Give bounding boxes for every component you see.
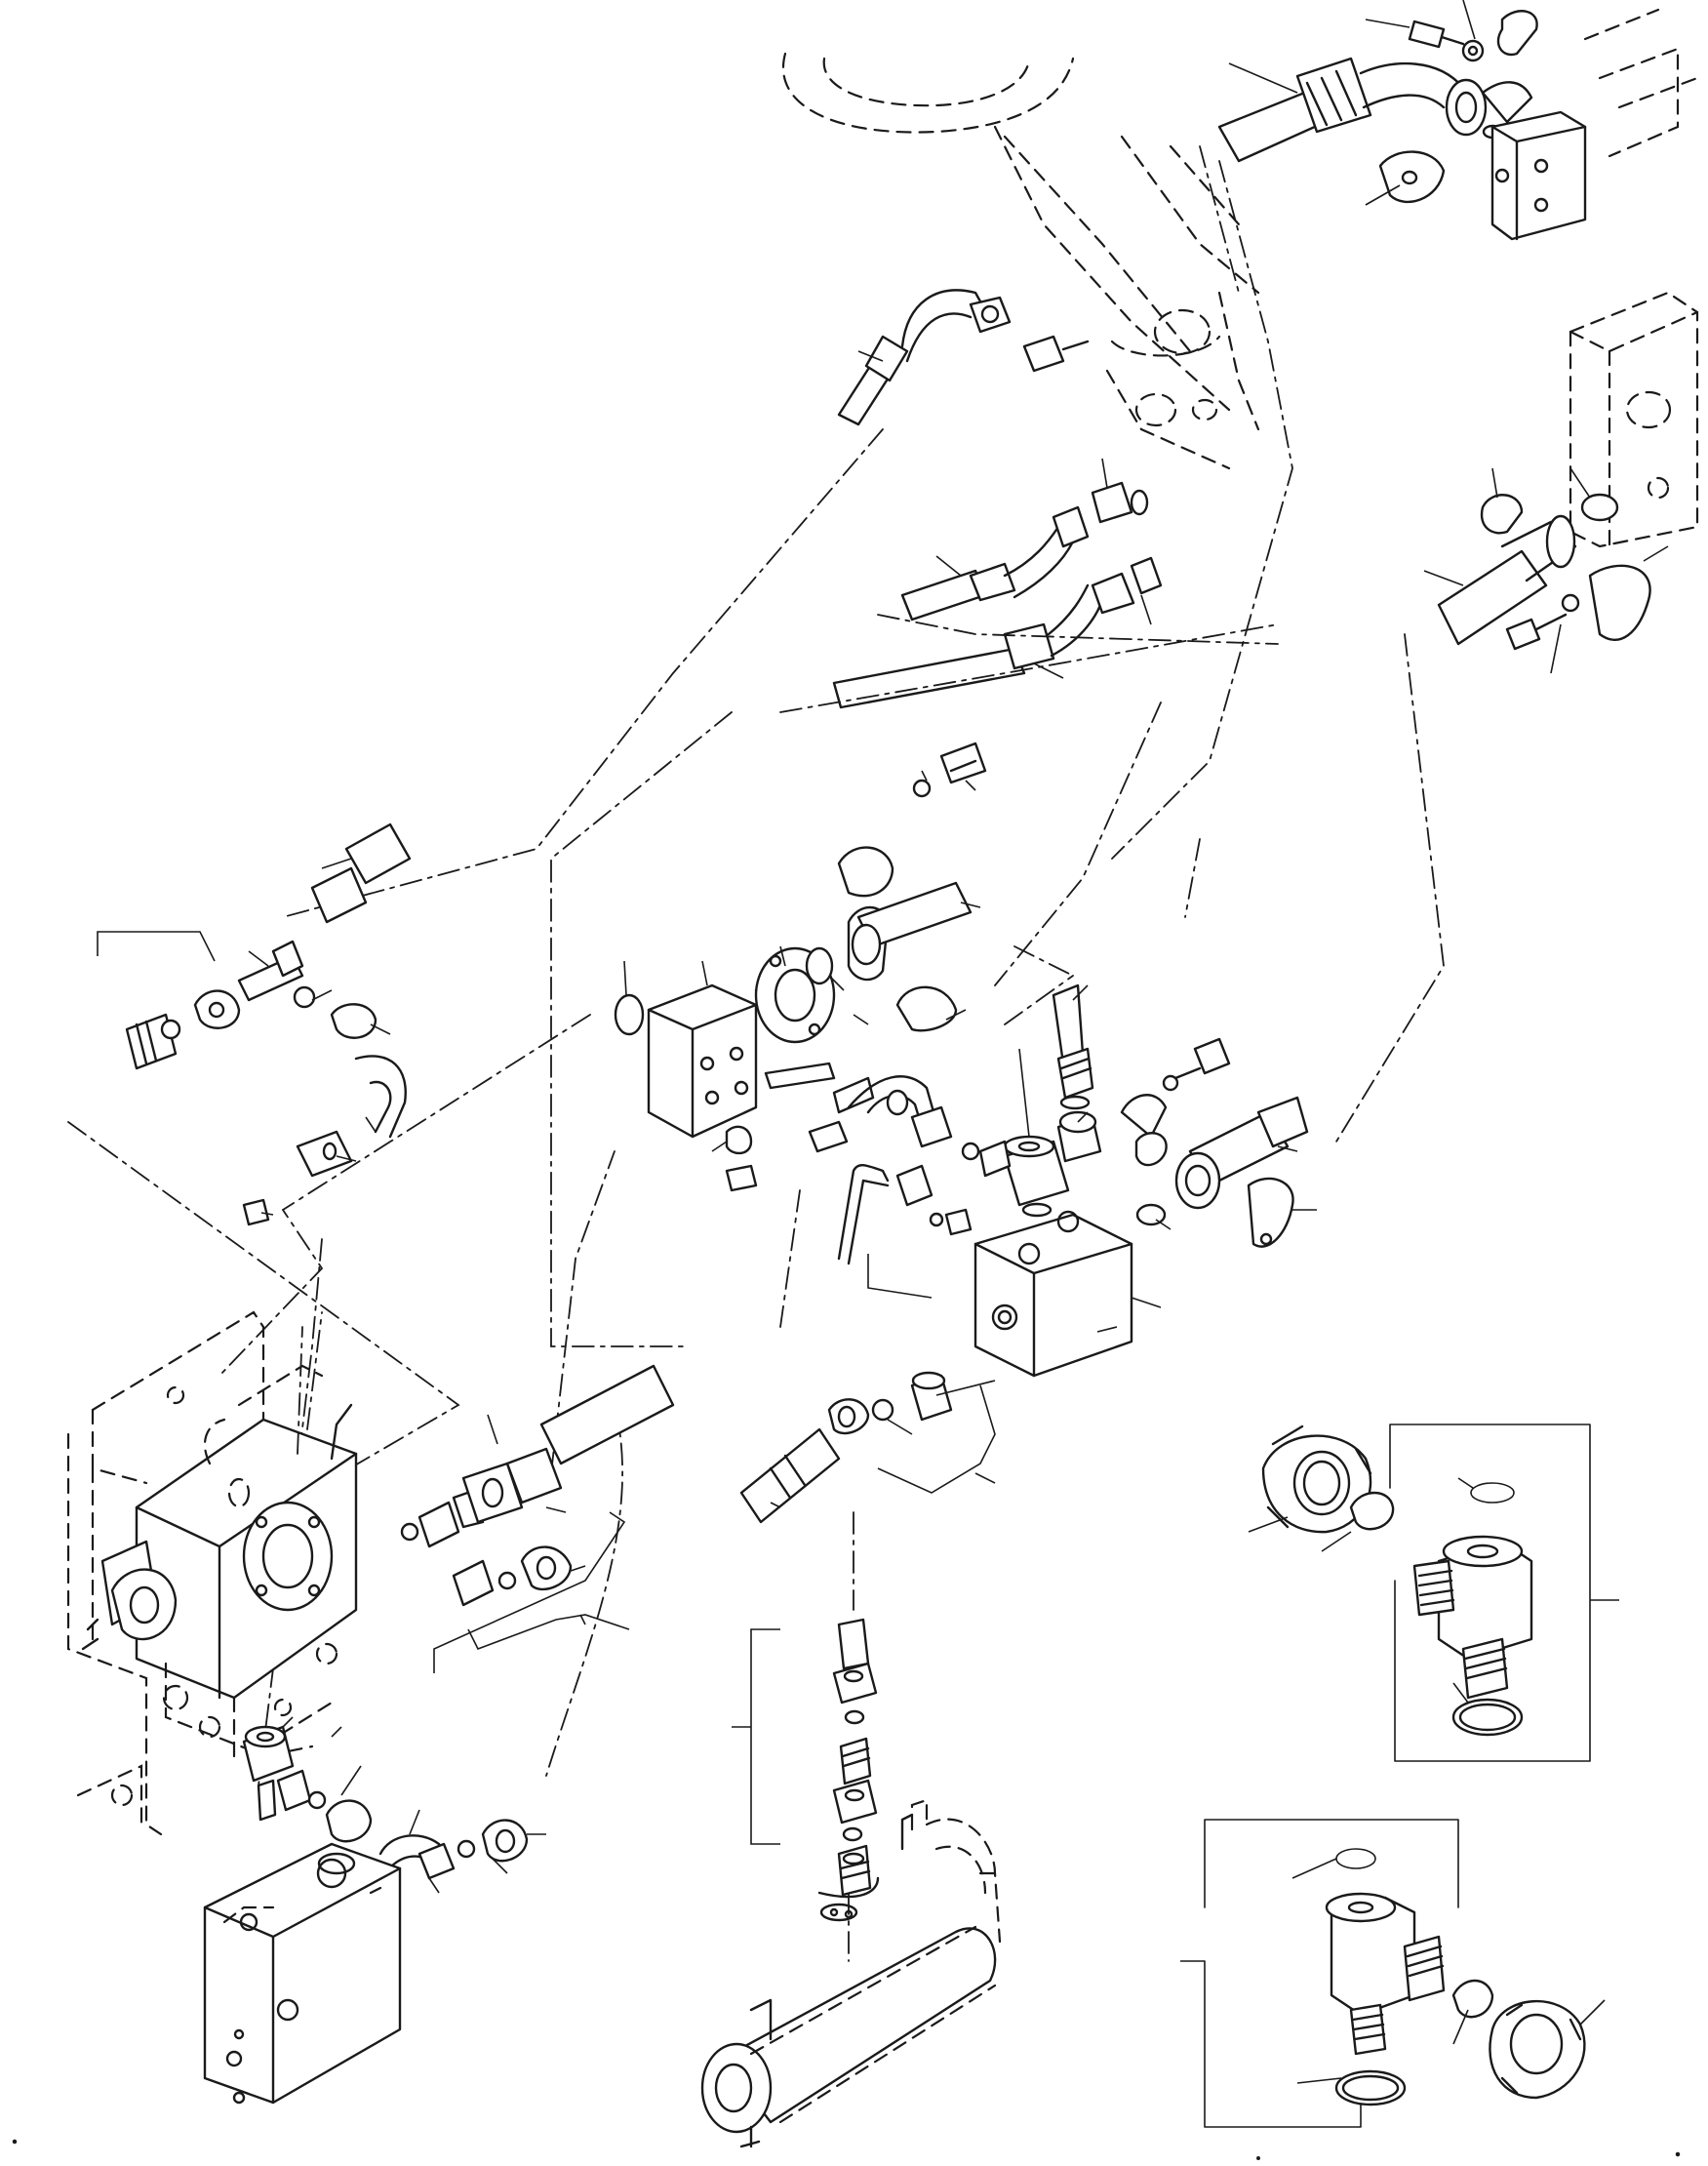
routing-centerlines [218,145,1445,1962]
scan-marks [12,2139,1681,2160]
detail-inset-upper [1248,1424,1619,1762]
upper-center-hose-3 [832,556,1163,709]
upper-center-hose-2 [900,458,1149,622]
phantom-housing-top [782,52,1260,470]
left-bracket-and-valve-housing [66,1310,358,1836]
left-housing-fittings [400,1364,675,1673]
bottom-cylinder [700,1798,1002,2148]
right-flange-hose [1423,467,1669,674]
bottom-left-tee-chain [242,1716,546,1894]
upper-right-hose-assembly [1217,0,1699,241]
center-right-valve-block [739,983,1317,1524]
upper-center-hose-1 [837,289,1090,426]
bottom-left-valve-body [203,1842,402,2105]
detail-inset-lower [1180,1819,1606,2128]
bottom-center-fitting-stack [732,1618,878,1897]
center-flange-block [614,742,987,1192]
